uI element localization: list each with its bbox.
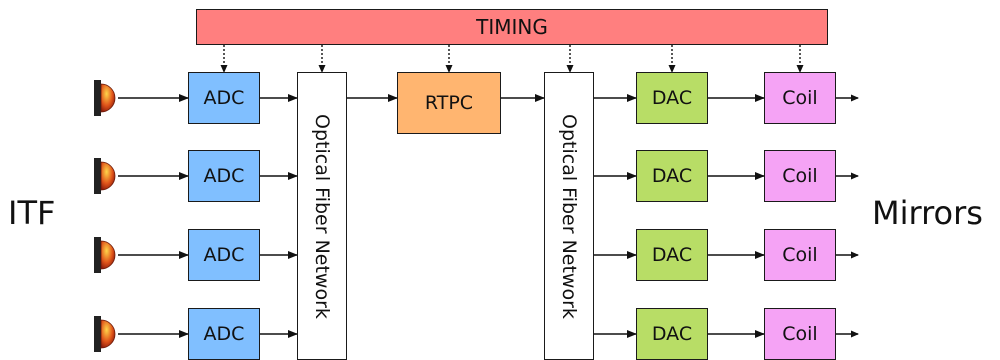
photodiode-sensor-icon: [94, 158, 116, 194]
rtpc-label: RTPC: [424, 92, 474, 114]
mirrors-label: Mirrors: [872, 194, 983, 232]
dac-label: DAC: [651, 244, 693, 266]
dac-label: DAC: [651, 323, 693, 345]
photodiode-sensor-icon: [94, 316, 116, 352]
adc-block: ADC: [188, 229, 260, 281]
timing-bar: TIMING: [196, 9, 828, 45]
coil-label: Coil: [782, 87, 818, 109]
fiber-label: Optical Fiber Network: [311, 113, 333, 319]
timing-label: TIMING: [476, 15, 548, 39]
adc-label: ADC: [203, 323, 245, 345]
adc-block: ADC: [188, 72, 260, 124]
itf-label: ITF: [8, 194, 56, 232]
coil-block: Coil: [764, 150, 836, 202]
photodiode-sensor-icon: [94, 80, 116, 116]
coil-block: Coil: [764, 72, 836, 124]
coil-block: Coil: [764, 308, 836, 360]
adc-label: ADC: [203, 244, 245, 266]
coil-label: Coil: [782, 165, 818, 187]
optical-fiber-network-right: Optical Fiber Network: [544, 72, 594, 360]
dac-block: DAC: [636, 72, 708, 124]
optical-fiber-network-left: Optical Fiber Network: [297, 72, 347, 360]
coil-block: Coil: [764, 229, 836, 281]
rtpc-block: RTPC: [397, 72, 501, 134]
dac-block: DAC: [636, 229, 708, 281]
adc-label: ADC: [203, 165, 245, 187]
coil-label: Coil: [782, 323, 818, 345]
fiber-label: Optical Fiber Network: [558, 113, 580, 319]
dac-label: DAC: [651, 165, 693, 187]
coil-label: Coil: [782, 244, 818, 266]
photodiode-sensor-icon: [94, 237, 116, 273]
dac-block: DAC: [636, 308, 708, 360]
adc-label: ADC: [203, 87, 245, 109]
adc-block: ADC: [188, 150, 260, 202]
dac-block: DAC: [636, 150, 708, 202]
dac-label: DAC: [651, 87, 693, 109]
adc-block: ADC: [188, 308, 260, 360]
